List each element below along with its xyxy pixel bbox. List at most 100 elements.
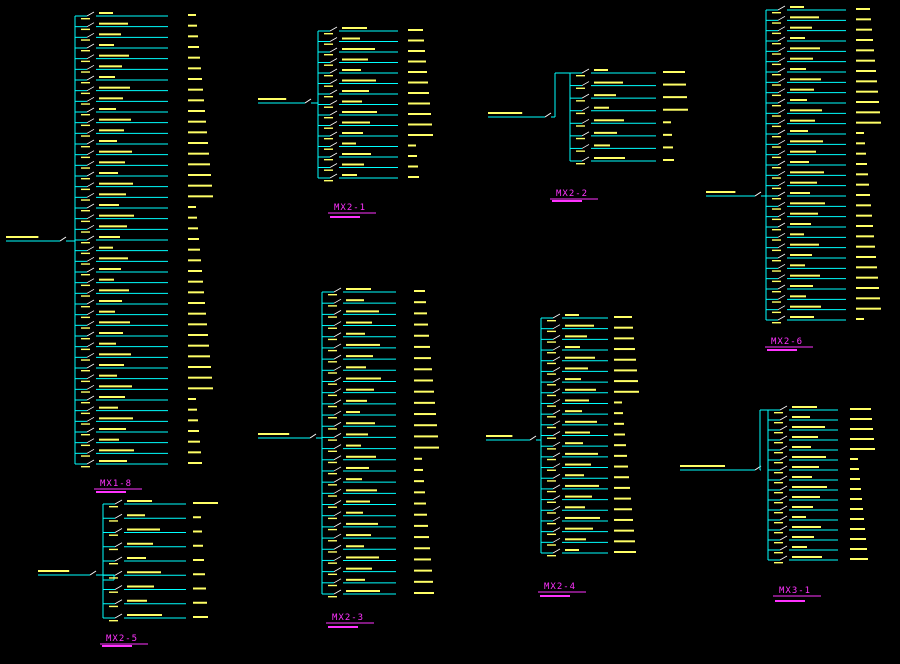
breaker-rating-mark xyxy=(772,208,781,210)
load-description-mark xyxy=(856,132,864,134)
breaker-rating-mark xyxy=(81,199,90,201)
branch-circuit xyxy=(322,567,432,576)
branch-circuit xyxy=(570,156,674,165)
load-description-mark xyxy=(188,419,198,422)
branch-breaker-icon xyxy=(114,542,123,548)
cable-spec-mark xyxy=(790,57,813,60)
cable-spec-mark xyxy=(346,310,379,313)
cable-spec-mark xyxy=(127,500,152,502)
breaker-rating-mark xyxy=(576,75,585,77)
branch-circuit xyxy=(766,181,869,190)
breaker-rating-mark xyxy=(324,117,333,119)
branch-breaker-icon xyxy=(777,191,786,197)
branch-breaker-icon xyxy=(333,388,342,394)
breaker-rating-mark xyxy=(81,156,90,159)
branch-circuit xyxy=(75,22,197,31)
load-description-mark xyxy=(614,337,634,340)
branch-circuit xyxy=(570,144,673,152)
main-breaker-icon xyxy=(304,98,312,104)
load-description-mark xyxy=(414,580,433,583)
load-description-mark xyxy=(856,307,881,310)
branch-breaker-icon xyxy=(86,246,95,252)
load-description-mark xyxy=(408,50,425,52)
branch-circuit xyxy=(75,352,210,361)
load-description-mark xyxy=(614,412,623,415)
branch-circuit xyxy=(322,466,423,475)
load-description-mark xyxy=(856,287,879,289)
cable-spec-mark xyxy=(342,163,364,166)
breaker-rating-mark xyxy=(547,394,556,397)
cable-spec-mark xyxy=(346,388,374,391)
branch-breaker-icon xyxy=(333,466,342,472)
breaker-rating-mark xyxy=(576,163,585,165)
branch-breaker-icon xyxy=(779,555,788,561)
breaker-rating-mark xyxy=(772,301,781,303)
load-description-mark xyxy=(408,144,416,147)
breaker-rating-mark xyxy=(81,178,90,180)
branch-breaker-icon xyxy=(114,585,123,590)
load-description-mark xyxy=(614,551,636,553)
breaker-rating-mark xyxy=(772,187,781,190)
cable-spec-mark xyxy=(99,54,129,57)
breaker-rating-mark xyxy=(324,148,333,150)
branch-breaker-icon xyxy=(329,79,338,84)
branch-breaker-icon xyxy=(333,455,342,461)
feeder-cable-spec xyxy=(38,570,70,572)
branch-circuit xyxy=(75,384,213,393)
branch-breaker-icon xyxy=(329,142,338,147)
breaker-rating-mark xyxy=(324,96,333,98)
cable-spec-mark xyxy=(99,182,133,185)
branch-breaker-icon xyxy=(552,495,561,500)
load-description-mark xyxy=(663,96,687,99)
breaker-rating-mark xyxy=(772,167,781,169)
cable-spec-mark xyxy=(790,295,806,298)
breaker-rating-mark xyxy=(81,231,90,233)
branch-breaker-icon xyxy=(777,36,786,42)
branch-circuit xyxy=(75,438,200,447)
breaker-rating-mark xyxy=(328,405,337,408)
load-description-mark xyxy=(614,422,624,425)
breaker-rating-mark xyxy=(547,330,556,333)
branch-breaker-icon xyxy=(552,473,561,479)
breaker-rating-mark xyxy=(772,74,781,76)
breaker-rating-mark xyxy=(328,562,337,564)
cable-spec-mark xyxy=(342,100,362,103)
branch-breaker-icon xyxy=(329,68,338,74)
branch-circuit xyxy=(75,182,212,191)
cable-spec-mark xyxy=(99,332,123,334)
branch-breaker-icon xyxy=(779,505,788,511)
branch-circuit xyxy=(75,267,202,276)
load-description-mark xyxy=(856,235,874,238)
cable-spec-mark xyxy=(565,314,579,316)
breaker-rating-mark xyxy=(547,501,556,503)
load-description-mark xyxy=(856,163,867,165)
branch-circuit xyxy=(322,500,426,508)
cable-spec-mark xyxy=(342,142,356,145)
branch-circuit xyxy=(75,310,206,319)
branch-circuit xyxy=(322,455,422,464)
breaker-rating-mark xyxy=(324,75,333,77)
branch-circuit xyxy=(766,232,874,241)
branch-breaker-icon xyxy=(777,139,786,145)
branch-circuit xyxy=(541,313,632,322)
panel-capacity-mark xyxy=(775,600,805,602)
cable-spec-mark xyxy=(346,578,365,581)
cable-spec-mark xyxy=(127,614,162,616)
load-description-mark xyxy=(193,559,204,561)
cable-spec-mark xyxy=(790,68,806,70)
branch-breaker-icon xyxy=(114,556,123,562)
branch-breaker-icon xyxy=(777,294,786,300)
load-description-mark xyxy=(856,214,872,217)
breaker-rating-mark xyxy=(547,352,556,354)
breaker-rating-mark xyxy=(774,482,783,484)
cable-spec-mark xyxy=(790,16,819,19)
panel-capacity-mark xyxy=(767,349,797,351)
branch-breaker-icon xyxy=(86,256,95,262)
breaker-rating-mark xyxy=(774,522,783,524)
cable-spec-mark xyxy=(342,48,375,50)
load-description-mark xyxy=(408,123,432,126)
branch-breaker-icon xyxy=(333,354,342,360)
cable-spec-mark xyxy=(99,33,121,36)
load-description-mark xyxy=(614,326,633,329)
breaker-rating-mark xyxy=(324,85,333,87)
